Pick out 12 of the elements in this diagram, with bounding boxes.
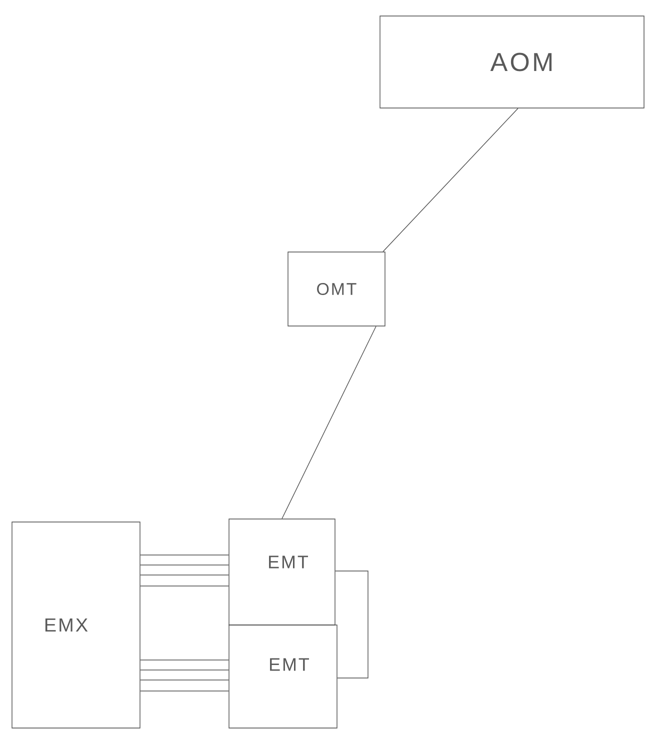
connector-line xyxy=(335,570,368,678)
connector-line xyxy=(140,690,229,692)
box: EMX xyxy=(12,522,140,728)
connector-line xyxy=(282,326,376,519)
connector-line xyxy=(140,564,229,566)
connector-line xyxy=(140,574,229,576)
box: EMT xyxy=(228,518,336,626)
box: AOM xyxy=(380,16,644,108)
connector-line xyxy=(382,108,518,252)
box: EMT xyxy=(228,624,338,728)
box: OMT xyxy=(288,252,386,326)
connector-line xyxy=(140,554,229,556)
